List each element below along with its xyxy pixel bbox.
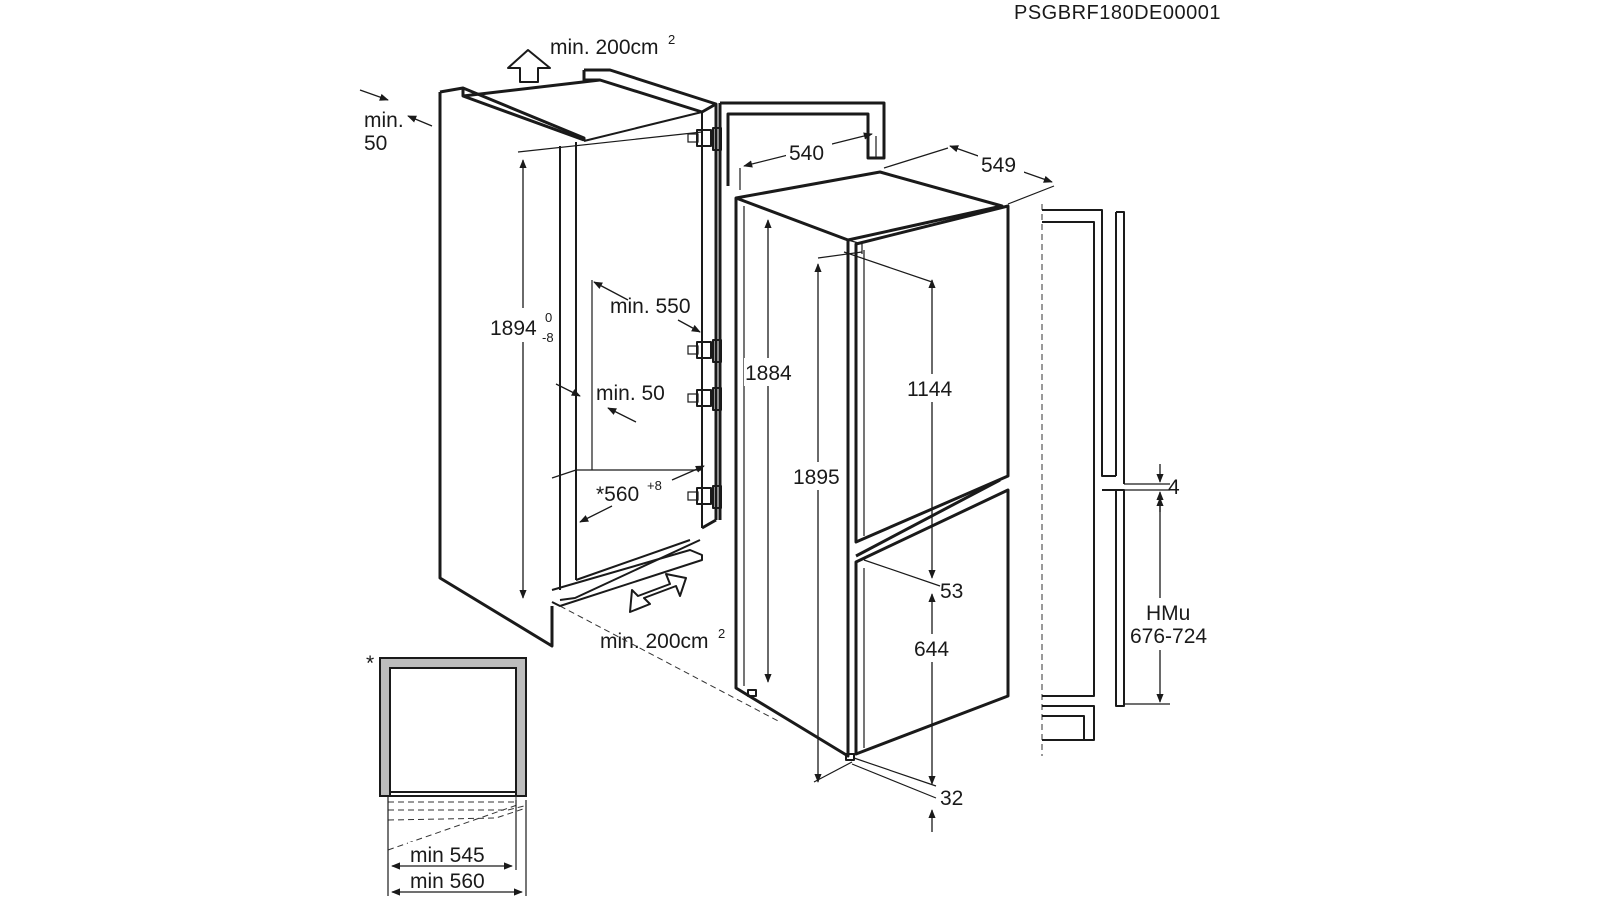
niche-height-label: 1894 [490,317,537,340]
document-code: PSGBRF180DE00001 [1014,2,1221,24]
vent-top-sup: 2 [668,32,675,47]
min-545-label: min 545 [410,844,485,867]
rear-gap-label-b: 50 [364,132,387,155]
niche-height-tol-upper: 0 [545,310,552,325]
door-gap-label: 53 [940,580,963,603]
vent-arrow-top [507,49,551,83]
appliance-body [734,170,1004,758]
hmu-range-label: 676-724 [1130,625,1207,648]
hinge-bottom [687,485,722,509]
niche-width-tol: +8 [647,478,662,493]
rear-gap-label-a: min. [364,109,404,132]
niche-height-tol-lower: -8 [542,330,554,345]
cabinet-niche [438,68,718,648]
side-profile [1041,204,1125,756]
vent-bottom-label: min. 200cm [600,630,709,653]
width-540-label: 540 [789,142,824,165]
lower-door-label: 644 [914,638,949,661]
niche-width-label: *560 [596,483,639,506]
depth-min-label: min. 550 [610,295,691,318]
appliance-upper-door [843,204,1010,544]
vent-bottom-sup: 2 [718,626,725,641]
appliance-feet [747,689,855,761]
gap-4-label: 4 [1168,476,1180,499]
side-min-label: min. 50 [596,382,665,405]
min-560-label: min 560 [410,870,485,893]
appliance-1895-label: 1895 [793,466,840,489]
bottom-gap-label: 32 [940,787,963,810]
hinge-upper-mid [687,339,722,363]
vent-top-label: min. 200cm [550,36,659,59]
hmu-label: HMu [1146,602,1190,625]
vent-arrow-bottom [629,573,687,613]
appliance-lower-door [854,478,1010,756]
upper-door-label: 1144 [907,378,952,401]
depth-549-label: 549 [981,154,1016,177]
appliance-1884-label: 1884 [745,362,792,385]
plan-asterisk: * [366,652,374,675]
